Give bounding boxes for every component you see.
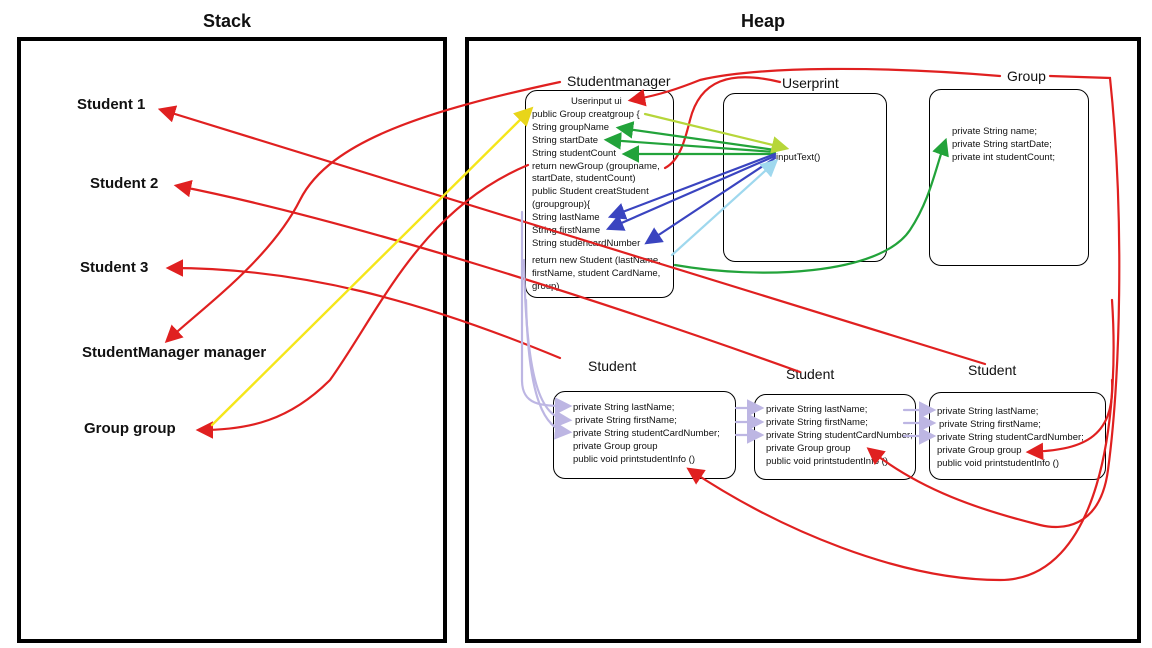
userprint-line: inputText() [776, 152, 821, 163]
stack-panel [17, 37, 447, 643]
student-b-line: private String firstName; [766, 417, 868, 428]
group-line: private String startDate; [952, 139, 1052, 150]
student-c-line: public void printstudentInfo () [937, 458, 1059, 469]
label-student-c: Student [968, 362, 1017, 378]
stack-var-student2: Student 2 [90, 175, 159, 192]
heap-title: Heap [741, 11, 786, 31]
sm-line: firstName, student CardName, [532, 268, 661, 279]
student-c-line: private String studentCardNumber; [937, 432, 1084, 443]
student-c-line: private Group group [937, 445, 1022, 456]
label-group: Group [1007, 68, 1046, 84]
student-a-line: public void printstudentInfo () [573, 454, 695, 465]
student-b-line: private String studentCardNumber; [766, 430, 913, 441]
sm-line: String lastName [532, 212, 600, 223]
student-c-line: private String lastName; [937, 406, 1039, 417]
sm-line: String studentCount [532, 148, 616, 159]
student-c-line: private String firstName; [939, 419, 1041, 430]
sm-line: public Student creatStudent [532, 186, 649, 197]
group-box [929, 89, 1089, 266]
stack-var-student1: Student 1 [77, 96, 146, 113]
group-line: private int studentCount; [952, 152, 1055, 163]
student-a-line: private String firstName; [575, 415, 677, 426]
group-line: private String name; [952, 126, 1038, 137]
stack-title: Stack [203, 11, 252, 31]
sm-line: String firstName [532, 225, 601, 236]
sm-line: String startDate [532, 135, 598, 146]
sm-line: startDate, studentCount) [532, 173, 636, 184]
student-a-line: private Group group [573, 441, 658, 452]
stack-var-group: Group group [84, 420, 176, 437]
student-a-line: private String lastName; [573, 402, 675, 413]
stack-var-manager: StudentManager manager [82, 344, 267, 361]
sm-line: String groupName [532, 122, 610, 133]
sm-line: group) [532, 281, 560, 292]
label-student-a: Student [588, 358, 637, 374]
student-b-line: private Group group [766, 443, 851, 454]
userprint-box [723, 93, 887, 262]
student-b-line: public void printstudentInfo () [766, 456, 888, 467]
label-userprint: Userprint [782, 75, 839, 91]
sm-line: (groupgroup){ [532, 199, 591, 210]
label-studentmanager: Studentmanager [567, 73, 671, 89]
label-student-b: Student [786, 366, 835, 382]
student-b-line: private String lastName; [766, 404, 868, 415]
sm-line: return new Student (lastName, [532, 255, 661, 266]
stack-var-student3: Student 3 [80, 259, 149, 276]
sm-line: String studencardNumber [532, 238, 641, 249]
sm-line: Userinput ui [571, 96, 622, 107]
student-a-line: private String studentCardNumber; [573, 428, 720, 439]
sm-line: public Group creatgroup { [532, 109, 640, 120]
